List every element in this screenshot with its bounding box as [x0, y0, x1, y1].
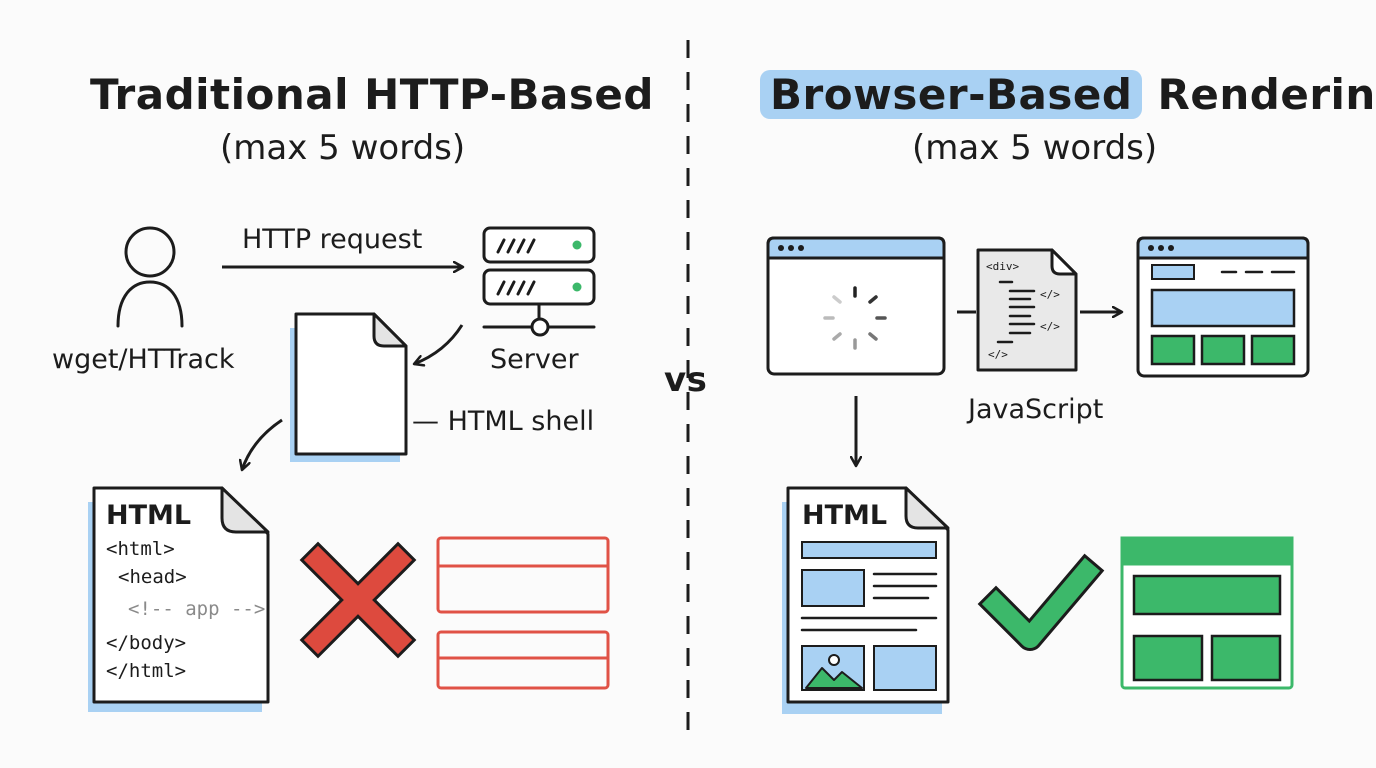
- server-to-shell-arrow: [414, 324, 464, 364]
- js-tag-close: </>: [988, 348, 1008, 361]
- right-title-highlight: Browser-Based: [760, 70, 1143, 119]
- rendered-page-result: [1120, 536, 1294, 690]
- left-subtitle: (max 5 words): [220, 128, 466, 168]
- empty-render-result: [436, 536, 610, 690]
- right-subtitle: (max 5 words): [912, 128, 1158, 168]
- server-led-2: [572, 282, 582, 292]
- server-label: Server: [490, 344, 579, 375]
- js-tag-close: </>: [1040, 288, 1060, 301]
- left-html-document: [88, 486, 270, 712]
- left-doc-line: </html>: [106, 660, 187, 682]
- user-icon: [116, 226, 184, 328]
- left-title: Traditional HTTP-Based: [90, 70, 654, 119]
- left-doc-line: <!-- app -->: [128, 598, 266, 620]
- html-shell-document: [290, 312, 408, 462]
- left-doc-line: <head>: [118, 566, 187, 588]
- loading-browser-window: [766, 236, 946, 376]
- client-label: wget/HTTrack: [52, 344, 235, 375]
- shell-to-doc-arrow: [242, 418, 283, 470]
- http-request-label: HTTP request: [242, 224, 423, 255]
- vs-label: vs: [664, 360, 708, 400]
- js-tag-close: </>: [1040, 320, 1060, 333]
- js-tag-div: <div>: [986, 260, 1020, 273]
- left-doc-line: <html>: [106, 538, 175, 560]
- right-html-document: [782, 486, 950, 714]
- right-title-rest: Rendering: [1157, 70, 1376, 119]
- right-title: Browser-Based Rendering: [760, 70, 1376, 119]
- left-doc-title: HTML: [106, 500, 192, 531]
- javascript-label: JavaScript: [968, 394, 1104, 425]
- rendered-browser-window: [1136, 236, 1310, 378]
- server-icon: [482, 226, 596, 337]
- server-led-1: [572, 240, 582, 250]
- html-shell-label: — HTML shell: [412, 406, 595, 437]
- javascript-file-icon: [976, 248, 1078, 372]
- success-check-icon: [977, 553, 1105, 651]
- right-doc-title: HTML: [802, 500, 888, 531]
- loading-spinner-icon: [823, 286, 887, 350]
- left-doc-line: </body>: [106, 632, 187, 654]
- failure-x-icon: [299, 541, 417, 659]
